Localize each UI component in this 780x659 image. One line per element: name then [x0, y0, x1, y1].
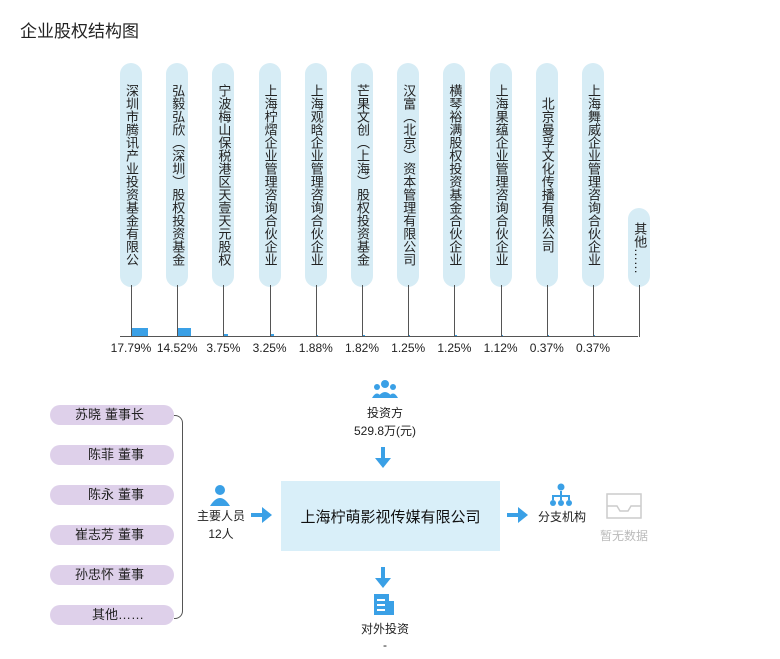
person-name: 其他…… [91, 607, 144, 622]
share-percent: 0.37% [575, 341, 611, 355]
shareholder-connector [362, 285, 363, 337]
branch-label[interactable]: 分支机构 [537, 510, 586, 524]
shareholder-pill[interactable]: 深圳市腾讯产业投资基金有限公 [120, 63, 142, 287]
share-bar [455, 335, 457, 336]
share-bar [363, 335, 365, 336]
page-title: 企业股权结构图 [20, 22, 139, 41]
shareholder-connector [593, 285, 594, 337]
shareholder-connector [315, 285, 317, 337]
shareholder-pill[interactable]: 其他…… [628, 208, 651, 287]
people-bracket [174, 415, 183, 619]
shareholder-pill[interactable]: 上海舞威企业管理咨询合伙企业 [582, 63, 604, 287]
person-role: 董事 [117, 447, 144, 462]
shareholder-pill[interactable]: 上海观晗企业管理咨询合伙企业 [304, 63, 327, 287]
share-bar [316, 335, 319, 336]
person-pill[interactable]: 陈永董事 [50, 485, 174, 505]
share-bar [224, 334, 228, 336]
share-percent: 1.25% [437, 341, 472, 355]
shareholder-pill[interactable]: 芒果文创（上海）股权投资基金 [351, 63, 373, 287]
shareholder-pill[interactable]: 弘毅弘欣（深圳）股权投资基金 [166, 63, 189, 287]
shareholder-pill[interactable]: 北京曼孚文化传播有限公司 [535, 63, 558, 287]
shareholder-connector [269, 285, 271, 337]
shareholder-connector [454, 285, 456, 337]
shareholder-pill[interactable]: 上海果蕴企业管理咨询合伙企业 [489, 63, 512, 287]
empty-tray-icon [606, 493, 642, 519]
document-icon [374, 594, 394, 615]
person-role: 董事长 [104, 407, 144, 422]
no-data-label: 暂无数据 [599, 529, 648, 543]
share-percent: 17.79% [110, 341, 152, 355]
share-percent: 1.12% [483, 341, 518, 355]
arrow-down-icon [375, 447, 391, 468]
outbound-label[interactable]: 对外投资 [360, 622, 409, 636]
share-bar [270, 334, 274, 336]
person-name: 陈菲 [87, 447, 114, 462]
person-name: 陈永 [87, 487, 114, 502]
share-bar [132, 328, 148, 336]
arrow-right-icon [507, 507, 528, 523]
shareholder-pill[interactable]: 汉富（北京）资本管理有限公司 [397, 63, 420, 287]
share-bar [594, 335, 595, 336]
share-bar [178, 328, 192, 336]
shareholder-connector [131, 285, 132, 337]
shareholder-baseline [120, 336, 638, 337]
share-bar [501, 335, 503, 336]
arrow-right-icon [251, 507, 272, 523]
person-name: 孙忠怀 [74, 567, 114, 582]
person-name: 崔志芳 [74, 527, 114, 542]
investors-amount: 529.8万(元) [353, 424, 417, 438]
person-pill[interactable]: 陈菲董事 [50, 445, 174, 465]
share-percent: 0.37% [529, 341, 564, 355]
arrow-down-icon [375, 567, 391, 588]
share-percent: 3.25% [252, 341, 287, 355]
person-icon [210, 485, 230, 506]
org-structure-icon [550, 483, 572, 506]
person-role: 董事 [117, 567, 144, 582]
person-pill[interactable]: 孙忠怀董事 [50, 565, 174, 585]
shareholder-connector [546, 285, 548, 337]
shareholder-pill[interactable]: 横琴裕满股权投资基金合伙企业 [443, 63, 466, 287]
share-percent: 1.25% [391, 341, 426, 355]
key-people-label[interactable]: 主要人员 [196, 509, 245, 523]
shareholder-connector [639, 285, 641, 337]
investors-icon [372, 380, 398, 398]
person-pill[interactable]: 其他…… [50, 605, 174, 625]
shareholder-pill[interactable]: 宁波梅山保税港区天壹天元股权 [212, 63, 235, 287]
shareholder-connector [223, 285, 225, 337]
person-pill[interactable]: 崔志芳董事 [50, 525, 174, 545]
shareholder-pill[interactable]: 上海柠熠企业管理咨询合伙企业 [258, 63, 281, 287]
person-role: 董事 [117, 527, 144, 542]
shareholder-connector [408, 285, 410, 337]
person-name: 苏晓 [74, 407, 101, 422]
share-bar [547, 335, 549, 336]
share-percent: 3.75% [206, 341, 241, 355]
shareholder-connector [500, 285, 502, 337]
key-people-count: 12人 [208, 527, 234, 541]
outbound-value: - [383, 638, 387, 652]
share-percent: 14.52% [156, 341, 198, 355]
share-percent: 1.82% [344, 341, 380, 355]
company-box[interactable]: 上海柠萌影视传媒有限公司 [281, 481, 500, 551]
share-bar [409, 335, 411, 336]
person-pill[interactable]: 苏晓董事长 [50, 405, 174, 425]
shareholder-connector [177, 285, 179, 337]
person-role: 董事 [117, 487, 144, 502]
share-percent: 1.88% [298, 341, 333, 355]
investors-label[interactable]: 投资方 [366, 406, 403, 420]
